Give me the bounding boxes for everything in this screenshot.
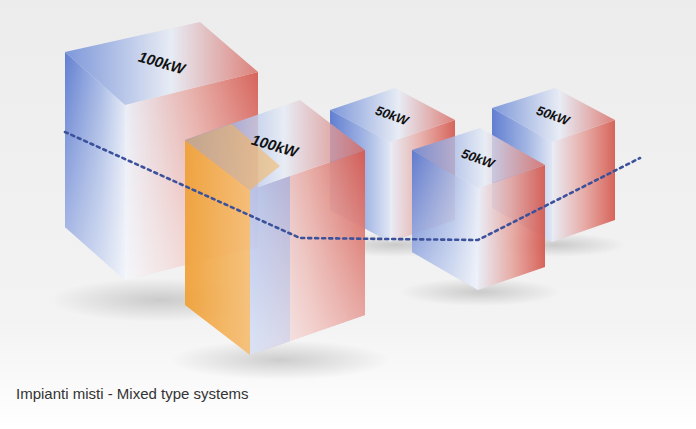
figure-caption: Impianti misti - Mixed type systems bbox=[16, 385, 249, 402]
